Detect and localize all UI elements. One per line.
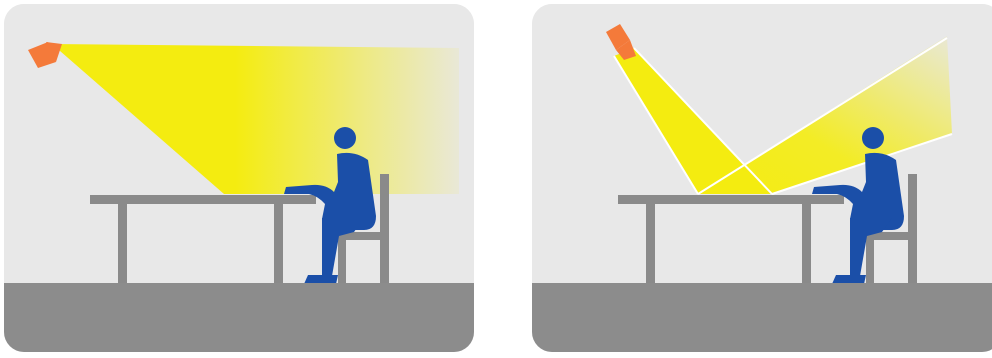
panel-reflected-light <box>532 4 992 352</box>
panel-direct-light <box>4 4 474 352</box>
floor <box>4 283 474 352</box>
floor <box>532 283 992 352</box>
scene-direct-light <box>4 4 474 352</box>
scene-reflected-light <box>532 4 992 352</box>
